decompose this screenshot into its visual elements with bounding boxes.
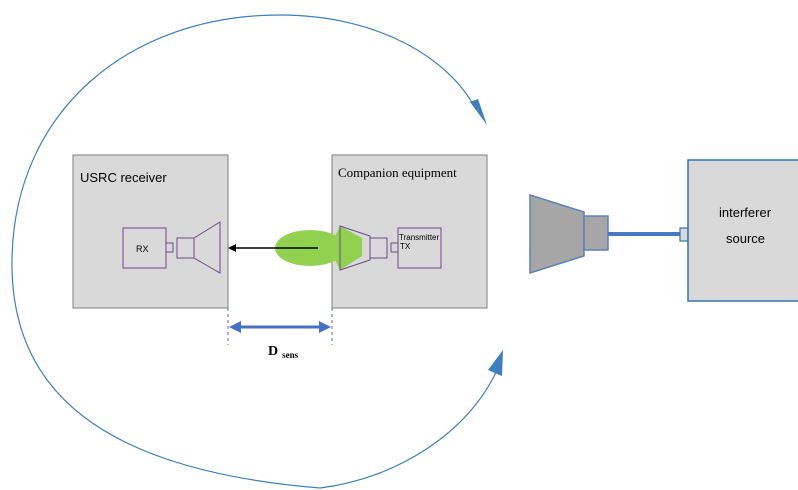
tx-label-transmitter: Transmitter [399,233,439,242]
distance-arrowhead-right [319,321,331,333]
companion-title: Companion equipment [338,165,457,180]
arc-arrowhead-lower [488,350,503,376]
distance-label-main: D [268,344,278,359]
rx-label: RX [136,244,149,254]
rotation-arc-lower [319,369,498,489]
rx-waveguide [176,237,195,259]
tx-label-tx: TX [400,242,411,251]
interferer-box [687,159,798,302]
distance-label-subscript: sens [282,350,299,360]
distance-label: D sens [268,342,299,360]
interferer-label-line1: interferer [719,205,772,220]
tx-waveguide [369,237,388,259]
interferer-label-line2: source [726,231,765,246]
tx-connector [390,242,399,253]
signal-arrowhead [228,244,236,252]
receiver-title: USRC receiver [80,170,167,185]
interferer-connector [679,227,689,242]
rx-block [122,227,167,269]
distance-arrowhead-left [229,321,241,333]
rx-horn-antenna [193,221,221,274]
interferer-waveguide [583,215,609,251]
interferer-horn-antenna [529,193,585,275]
arc-arrowhead-upper [470,99,487,125]
tx-horn-antenna [339,225,371,271]
rx-connector [165,242,174,253]
tx-block [397,227,442,269]
rotation-arc-upper [11,14,476,489]
